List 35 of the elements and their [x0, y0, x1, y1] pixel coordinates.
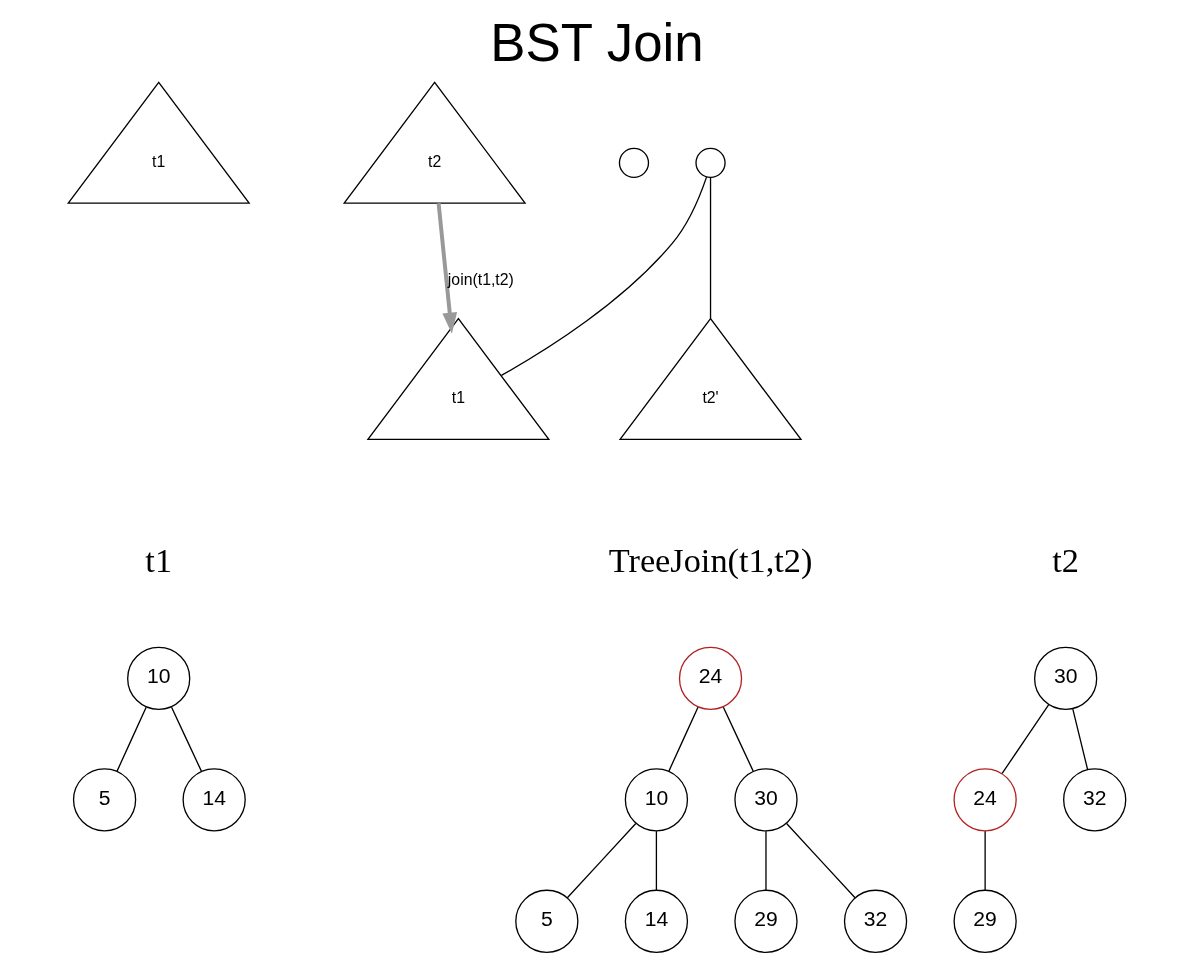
node-circle: 32	[1063, 768, 1127, 832]
connector	[116, 706, 147, 772]
connector	[722, 706, 754, 772]
connector	[785, 822, 856, 899]
node-circle: 24	[678, 646, 743, 711]
node-circle: 5	[72, 768, 137, 832]
node-circle	[618, 147, 650, 179]
connector	[765, 830, 767, 891]
label: t2	[1052, 540, 1079, 579]
connector	[1001, 704, 1050, 774]
node-circle: 10	[624, 768, 689, 832]
node-circle: 14	[624, 889, 689, 953]
connector	[566, 822, 637, 899]
connector	[170, 706, 202, 772]
node-circle: 5	[515, 889, 579, 953]
connector	[668, 706, 699, 772]
node-circle: 14	[182, 768, 246, 832]
connector	[984, 830, 986, 891]
label: t1	[145, 540, 173, 579]
diagram-title: BST Join	[490, 13, 704, 73]
connector	[1072, 708, 1089, 771]
connector	[709, 176, 712, 320]
connector	[655, 830, 658, 891]
node-circle: 32	[843, 889, 908, 953]
connector	[500, 176, 708, 377]
node-circle: 30	[1033, 646, 1098, 711]
node-circle: 29	[734, 889, 798, 953]
node-circle: 30	[734, 768, 798, 832]
arrow	[436, 203, 458, 334]
node-circle	[695, 147, 726, 179]
node-circle: 29	[953, 889, 1017, 953]
edge-label: join(t1,t2)	[447, 271, 514, 289]
label: TreeJoin(t1,t2)	[608, 540, 813, 579]
node-circle: 10	[127, 646, 191, 711]
node-circle: 24	[953, 768, 1017, 832]
